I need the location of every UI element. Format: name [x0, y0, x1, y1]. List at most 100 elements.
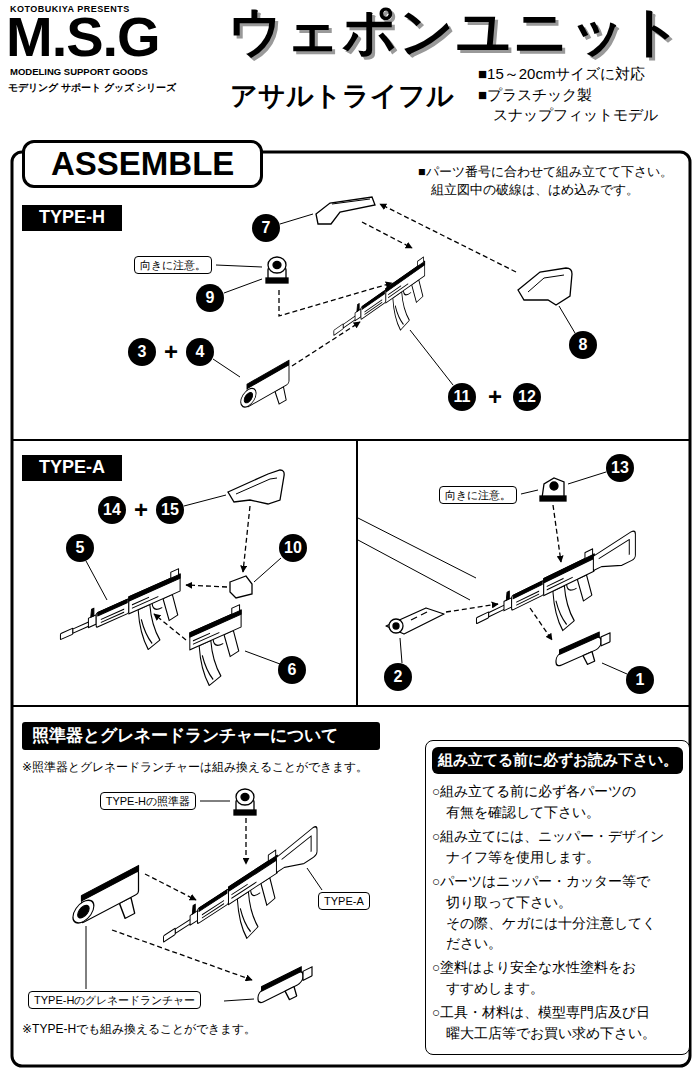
callout-circle: 13 — [606, 454, 634, 482]
type-h-sight — [234, 789, 256, 815]
callout-circle: 7 — [252, 214, 280, 242]
pointer-box: TYPE-A — [318, 892, 370, 910]
callout-number: 14 — [103, 502, 121, 518]
callout-number: 13 — [611, 460, 629, 476]
part-two — [386, 608, 444, 634]
subtitle: アサルトライフル — [230, 82, 454, 112]
fit-lines — [154, 505, 561, 640]
type-a-rifle — [164, 823, 318, 992]
fit-lines — [112, 818, 252, 980]
caution-text: 向きに注意。 — [140, 258, 206, 272]
leader-line — [254, 558, 281, 582]
type-h-lower — [73, 866, 139, 946]
leader-line — [307, 868, 322, 890]
callout-circle: 10 — [279, 534, 307, 562]
callout-number: 10 — [284, 540, 302, 556]
fit-lines — [279, 204, 516, 366]
footnote: ※TYPE-Hでも組み換えることができます。 — [22, 1022, 256, 1038]
leader-line — [245, 651, 280, 664]
callout-circle: 14 — [98, 496, 126, 524]
zoom-line — [358, 540, 470, 600]
notice-text: ○塗料はより安全な水性塗料をお すすめします。 — [432, 958, 683, 1000]
fit-line — [380, 204, 516, 272]
fit-line — [112, 930, 252, 980]
section-heading: 照準器とグレネードランチャーについて — [32, 725, 370, 747]
type-band: TYPE-H — [22, 205, 122, 231]
fit-line — [553, 505, 561, 562]
callout-circle: 1 — [626, 666, 654, 694]
pointer-box: TYPE-Hのグレネードランチャー — [28, 991, 201, 1009]
spec-note: ■15～20cmサイズに対応 — [478, 64, 645, 84]
spec-note: ■プラスチック製 スナップフィットモデル — [478, 85, 683, 126]
fit-line — [362, 222, 412, 248]
rifle-front — [476, 574, 543, 627]
plus-sign: + — [488, 385, 502, 409]
divider — [12, 439, 690, 441]
logo-text: M.S.G — [6, 10, 160, 63]
leader-line — [559, 306, 575, 333]
fit-line — [530, 608, 552, 640]
callout-circle: 8 — [569, 331, 597, 359]
part-ten — [230, 576, 252, 598]
leader-line — [521, 490, 538, 494]
fit-line — [245, 818, 246, 864]
callout-circle: 3 — [128, 338, 156, 366]
rifle-rear — [386, 256, 425, 340]
part-one — [556, 627, 610, 678]
leader-line — [224, 999, 254, 1001]
leader-line — [213, 359, 240, 377]
callout-number: 5 — [76, 540, 85, 556]
fit-line — [243, 506, 250, 572]
notice-text: ○工具・材料は、模型専門店及び日 曜大工店等でお買い求め下さい。 — [432, 1003, 683, 1045]
frame — [12, 152, 690, 1066]
notice-text: ○組み立てには、ニッパー・デザイン ナイフ等を使用します。 — [432, 827, 683, 869]
fit-line — [279, 283, 392, 316]
type-h-illustration — [213, 197, 575, 426]
part-nine — [266, 257, 288, 283]
pointer-box: TYPE-Hの照準器 — [100, 792, 196, 810]
callout-number: 1 — [636, 672, 645, 688]
leader-line — [86, 926, 87, 989]
callout-number: 8 — [579, 337, 588, 353]
page-title: ウェポンユニット — [228, 4, 684, 58]
leader-lines — [213, 214, 575, 385]
part-fourteen-fifteen — [228, 470, 284, 504]
callout-circle: 4 — [186, 338, 214, 366]
notice-text: ○組み立てる前に必ず各パーツの 有無を確認して下さい。 — [432, 782, 683, 824]
leader-lines — [86, 472, 627, 674]
section-band: 照準器とグレネードランチャーについて — [22, 722, 380, 750]
rifle-front — [164, 883, 229, 946]
leader-line — [86, 561, 107, 600]
instruction-note: ■パーツ番号に合わせて組み立てて下さい。 組立図中の破線は、はめ込みです。 — [418, 163, 686, 199]
leader-line — [400, 638, 402, 663]
notice-text: ○パーツはニッパー・カッター等で 切り取って下さい。 その際、ケガには十分注意し… — [432, 872, 683, 956]
callout-number: 12 — [518, 389, 536, 405]
callout-number: 6 — [288, 662, 297, 678]
part-detail — [528, 275, 564, 292]
pointer-text: TYPE-Hのグレネードランチャー — [34, 993, 195, 1007]
callout-circle: 6 — [278, 656, 306, 684]
caution-box: 向きに注意。 — [439, 486, 517, 504]
fit-line — [154, 614, 186, 640]
rifle-stock — [593, 530, 635, 579]
rifle-body — [334, 256, 425, 376]
leader-line — [224, 279, 262, 293]
part-five — [60, 568, 180, 688]
rifle-rear — [190, 604, 241, 694]
part-seven — [316, 197, 375, 224]
plus-sign: + — [164, 340, 178, 364]
type-band: TYPE-A — [22, 455, 122, 481]
footnote: ※照準器とグレネードランチャーは組み換えることができます。 — [22, 760, 368, 776]
part-eight — [518, 268, 572, 305]
caution-text: 向きに注意。 — [445, 488, 511, 502]
leader-lines — [86, 801, 322, 1001]
swap-illustration — [73, 789, 322, 1015]
part-detail — [332, 199, 370, 204]
type-label: TYPE-H — [32, 207, 112, 229]
series-label: モデリング サポート グッズ シリーズ — [8, 81, 176, 95]
plus-sign: + — [134, 498, 148, 522]
part-thirteen — [540, 478, 566, 501]
callout-number: 4 — [196, 344, 205, 360]
callout-circle: 11 — [448, 383, 476, 411]
rifle-rear — [544, 548, 594, 640]
